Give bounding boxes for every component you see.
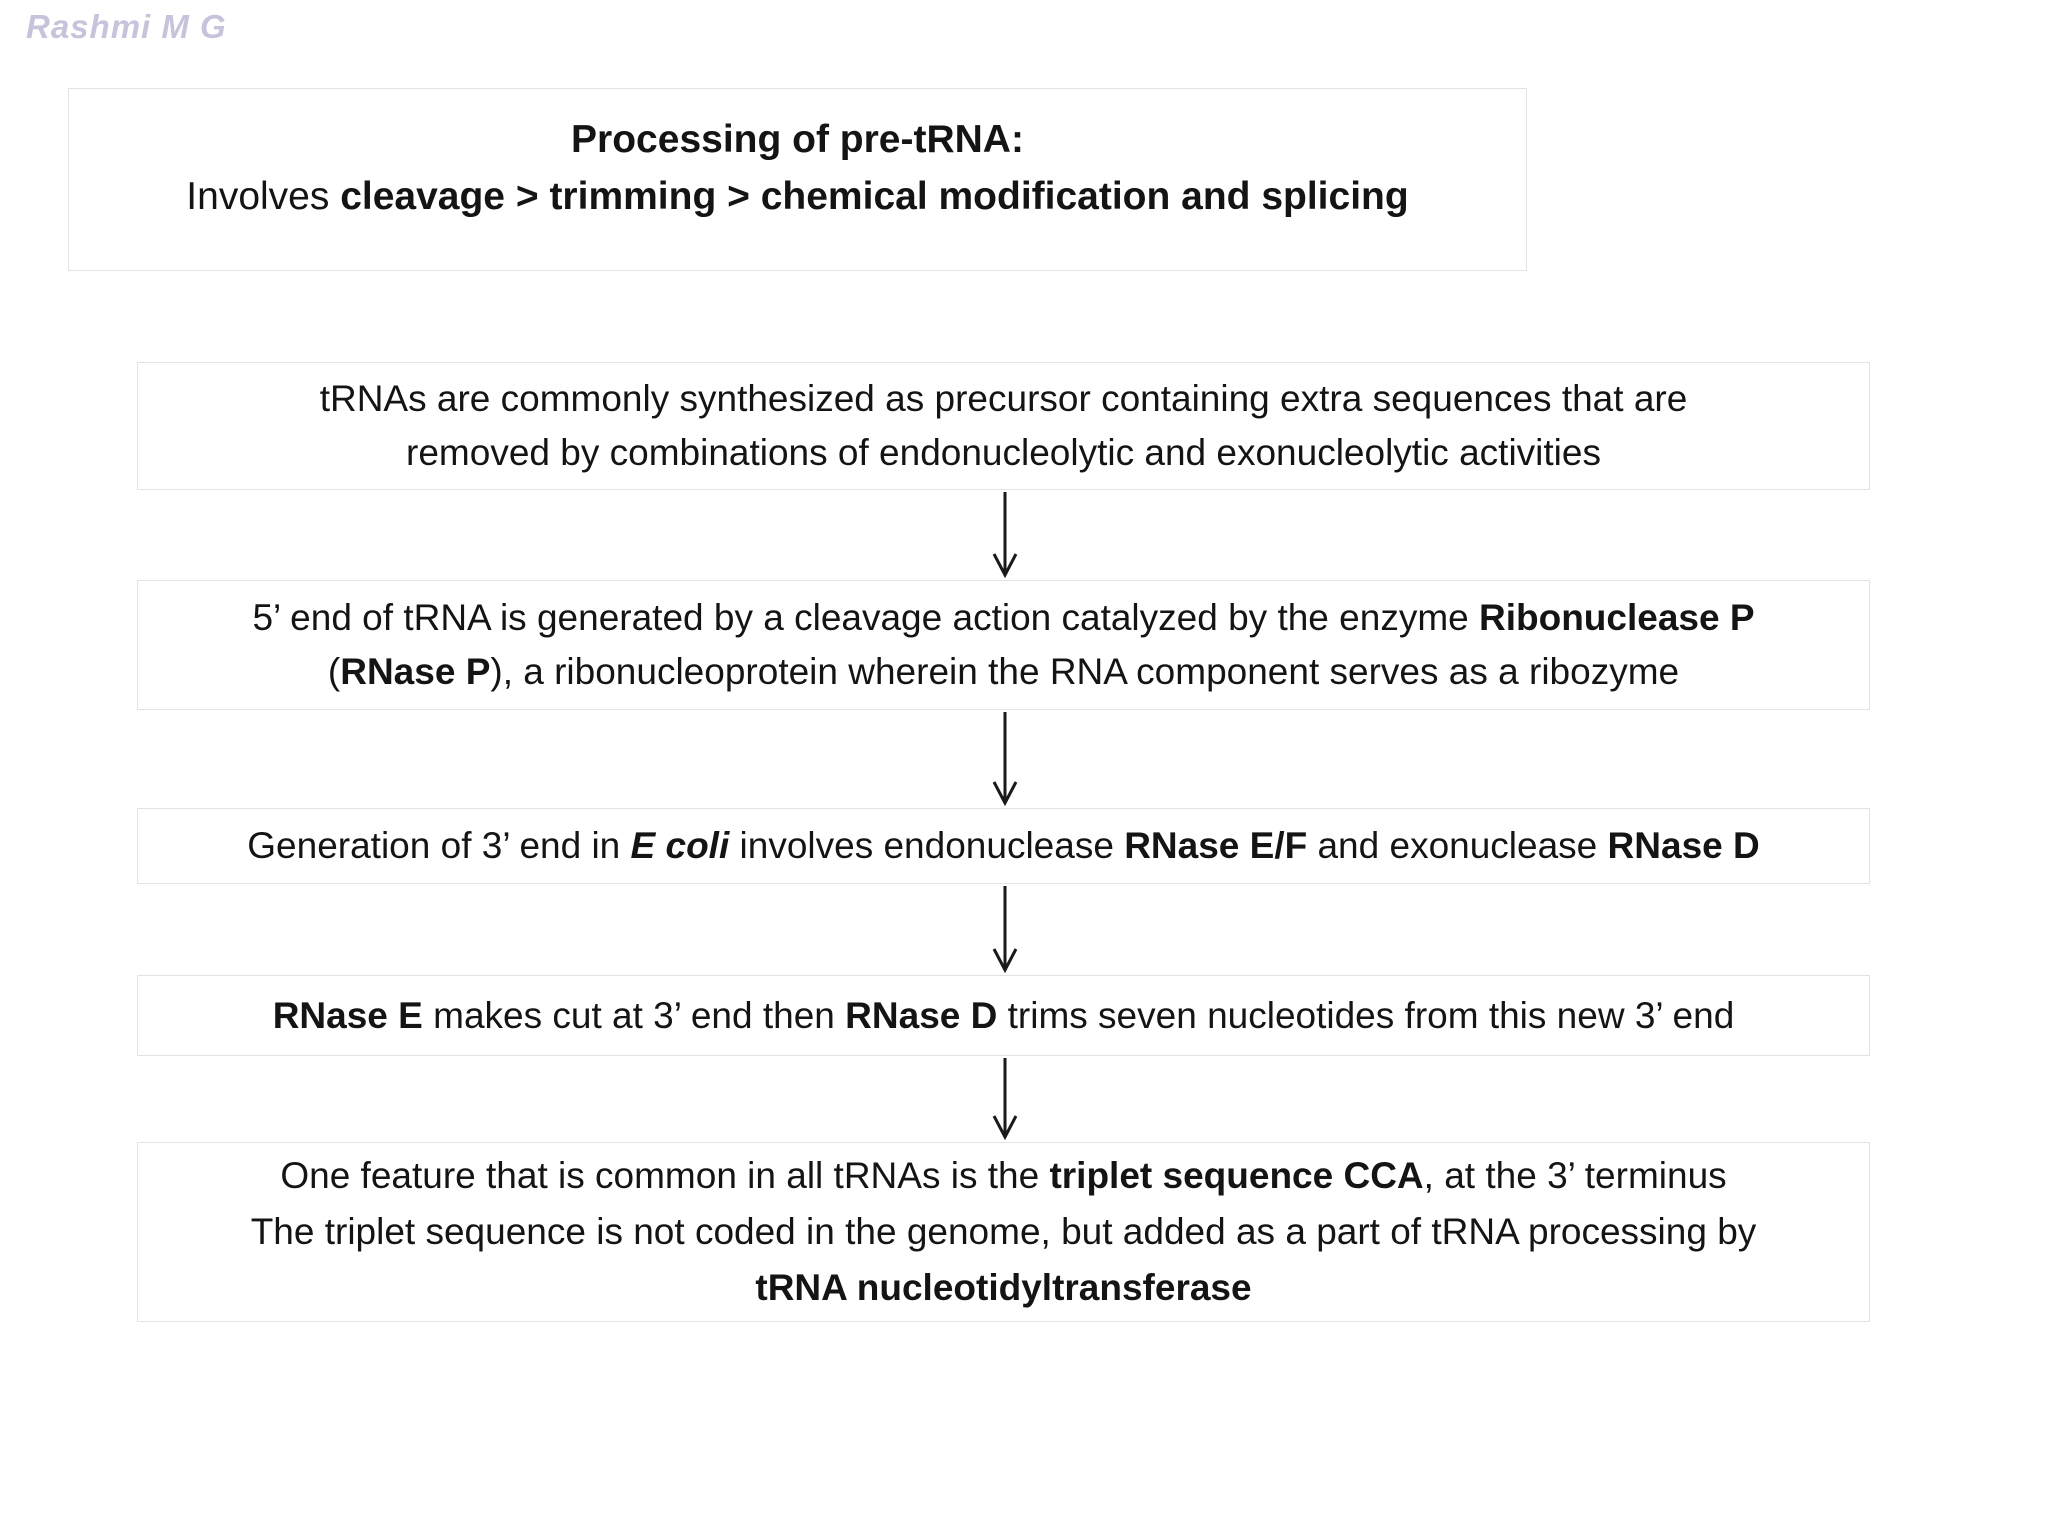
text-segment-bold: cleavage > trimming > chemical modificat… — [340, 175, 1409, 218]
flow-box-five-prime-end: 5’ end of tRNA is generated by a cleavag… — [137, 580, 1870, 710]
flow-box-line-bold: tRNA nucleotidyltransferase — [755, 1267, 1252, 1308]
flow-box-line: 5’ end of tRNA is generated by a cleavag… — [152, 591, 1855, 645]
text-segment: makes cut at 3’ end then — [422, 994, 846, 1036]
title-heading: Processing of pre-tRNA: — [571, 118, 1024, 161]
text-segment: ( — [327, 651, 341, 692]
text-segment: , at the 3’ terminus — [1423, 1155, 1727, 1196]
flow-box-three-prime-end: Generation of 3’ end in E coli involves … — [137, 808, 1870, 884]
flow-box-line: (RNase P), a ribonucleoprotein wherein t… — [152, 645, 1855, 699]
text-segment-bold: RNase D — [845, 994, 998, 1036]
text-segment: 5’ end of tRNA is generated by a cleavag… — [252, 597, 1479, 638]
flow-box-line: Generation of 3’ end in E coli involves … — [152, 819, 1855, 873]
text-segment-bold: RNase E — [272, 994, 423, 1036]
text-segment: ), a ribonucleoprotein wherein the RNA c… — [490, 651, 1680, 692]
flow-box-synthesis: tRNAs are commonly synthesized as precur… — [137, 362, 1870, 490]
text-segment-bold: RNase D — [1607, 825, 1760, 866]
down-arrow-icon — [992, 886, 1018, 973]
flow-box-line: One feature that is common in all tRNAs … — [152, 1148, 1855, 1204]
text-segment: Involves — [186, 175, 341, 218]
text-segment-bold: RNase E/F — [1124, 825, 1308, 866]
down-arrow-icon — [992, 712, 1018, 806]
text-segment: One feature that is common in all tRNAs … — [280, 1155, 1050, 1196]
flow-box-line: RNase E makes cut at 3’ end then RNase D… — [152, 989, 1855, 1043]
title-subtitle: Involves cleavage > trimming > chemical … — [69, 168, 1526, 225]
text-segment: Generation of 3’ end in — [247, 825, 631, 866]
title-box: Processing of pre-tRNA: Involves cleavag… — [68, 88, 1527, 271]
down-arrow-icon — [992, 1058, 1018, 1140]
text-segment-bold: RNase P — [340, 651, 491, 692]
flow-box-line: The triplet sequence is not coded in the… — [250, 1211, 1757, 1252]
text-segment-bold: triplet sequence CCA — [1049, 1155, 1424, 1196]
text-segment: and exonuclease — [1307, 825, 1608, 866]
text-segment-bold-italic: E coli — [630, 825, 730, 866]
flow-box-line: tRNAs are commonly synthesized as precur… — [319, 378, 1688, 419]
watermark: Rashmi M G — [26, 8, 227, 45]
flow-box-line: removed by combinations of endonucleolyt… — [406, 432, 1601, 473]
flow-box-rnase-cut: RNase E makes cut at 3’ end then RNase D… — [137, 975, 1870, 1056]
down-arrow-icon — [992, 492, 1018, 578]
text-segment-bold: Ribonuclease P — [1479, 597, 1755, 638]
text-segment: involves endonuclease — [729, 825, 1125, 866]
flow-box-cca-addition: One feature that is common in all tRNAs … — [137, 1142, 1870, 1322]
text-segment: trims seven nucleotides from this new 3’… — [997, 994, 1735, 1036]
